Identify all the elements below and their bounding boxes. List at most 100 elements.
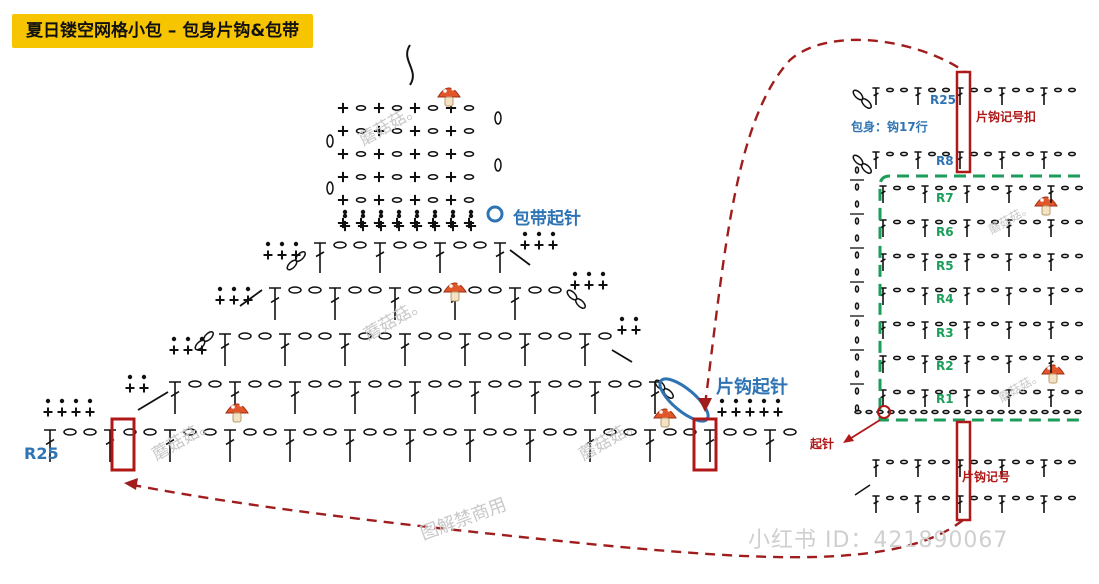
single-crochet-mark — [229, 295, 239, 305]
chain-stitch — [202, 331, 214, 343]
chain-stitch — [969, 495, 979, 501]
double-crochet-mark — [164, 429, 176, 462]
chain-stitch — [568, 380, 582, 388]
chain-stitch — [383, 428, 397, 436]
chain-stitch — [1018, 389, 1028, 395]
double-crochet-mark — [344, 429, 356, 462]
mushroom-stem-icon — [444, 96, 454, 107]
chain-stitch — [1030, 409, 1038, 415]
chain-stitch — [990, 389, 1000, 395]
watermark-xhs-id: 小红书 ID：421890067 — [748, 528, 1009, 553]
mushroom-stem-icon — [1041, 205, 1051, 216]
chain-diagonal — [611, 349, 633, 363]
chain-stitch — [899, 87, 909, 93]
chain-stitch — [934, 185, 944, 191]
chain-stitch — [238, 332, 252, 340]
single-crochet-mark — [570, 280, 580, 290]
slip-stitch-dot — [378, 209, 384, 215]
chain-stitch — [548, 380, 562, 388]
chain-stitch — [860, 162, 872, 174]
chain-stitch — [948, 389, 958, 395]
slip-stitch-dot — [127, 374, 133, 380]
row-label: R8 — [936, 154, 954, 168]
mushroom-spot — [231, 405, 235, 409]
chain-stitch — [355, 128, 367, 134]
chain-stitch — [927, 151, 937, 157]
slip-stitch-dot — [217, 286, 223, 292]
chain-stitch-vertical — [854, 183, 860, 191]
chain-stitch — [931, 409, 939, 415]
chain-stitch — [1025, 495, 1035, 501]
slip-stitch-dot — [550, 231, 556, 237]
connector-bottom — [127, 482, 964, 559]
chain-stitch — [1060, 321, 1070, 327]
single-crochet-mark — [339, 220, 351, 232]
mushroom-stem-icon — [450, 291, 460, 302]
chain-stitch — [1067, 87, 1077, 93]
chain-stitch — [934, 321, 944, 327]
chain-stitch-vertical — [326, 181, 334, 195]
chain-stitch — [294, 251, 306, 263]
chain-stitch — [1018, 355, 1028, 361]
single-crochet-mark — [85, 407, 95, 417]
single-crochet-mark — [393, 220, 405, 232]
chain-stitch-vertical — [854, 404, 860, 412]
chain-stitch-vertical — [854, 387, 860, 395]
chain-stitch — [368, 286, 382, 294]
chain-stitch — [408, 286, 422, 294]
chain-stitch — [548, 286, 562, 294]
chain-stitch — [543, 428, 557, 436]
double-crochet-mark — [279, 333, 291, 366]
double-crochet-mark — [914, 495, 922, 513]
chain-stitch — [927, 495, 937, 501]
slip-stitch-dot — [468, 209, 474, 215]
mushroom-spot — [1047, 366, 1051, 370]
double-crochet-mark — [219, 333, 231, 366]
strap-start-circle — [486, 205, 504, 223]
chain-stitch — [453, 241, 467, 249]
chain-stitch-vertical — [854, 285, 860, 293]
mushroom-spot — [239, 403, 243, 407]
chain-pair — [194, 331, 214, 351]
chain-stitch — [885, 151, 895, 157]
chain-stitch — [920, 409, 928, 415]
chain-stitch — [503, 428, 517, 436]
chain-stitch — [906, 355, 916, 361]
chain-stitch — [892, 185, 902, 191]
single-crochet-mark — [357, 220, 369, 232]
chain-stitch — [1060, 185, 1070, 191]
chain-stitch — [990, 219, 1000, 225]
chain-stitch — [983, 151, 993, 157]
chain-stitch — [574, 297, 586, 309]
chain-stitch — [288, 286, 302, 294]
single-crochet-mark — [429, 220, 441, 232]
chain-stitch — [976, 355, 986, 361]
slip-stitch-dot — [342, 209, 348, 215]
slip-stitch-dot — [73, 398, 79, 404]
double-crochet-mark — [1005, 253, 1013, 271]
double-crochet-mark — [349, 381, 361, 414]
chain-stitch — [263, 428, 277, 436]
chain-stitch-vertical — [854, 166, 860, 174]
slip-stitch-dot — [414, 209, 420, 215]
chain-stitch — [243, 428, 257, 436]
marker-box-right-top — [955, 70, 972, 174]
chain-stitch — [1032, 185, 1042, 191]
start-circle — [877, 405, 891, 419]
marker-box-right-bottom — [955, 420, 972, 522]
mushroom-spot — [659, 410, 663, 414]
marker-label: 片钩记号扣 — [976, 110, 1037, 124]
chain-stitch-vertical — [494, 111, 502, 125]
double-crochet-mark — [1047, 253, 1055, 271]
single-crochet-mark — [169, 345, 179, 355]
chain-stitch — [1011, 459, 1021, 465]
chain-stitch — [885, 495, 895, 501]
chain-stitch — [1018, 219, 1028, 225]
chain-stitch — [990, 321, 1000, 327]
chain-stitch — [986, 409, 994, 415]
mushroom-spot — [443, 89, 447, 93]
double-crochet-mark — [921, 321, 929, 339]
slip-stitch-dot — [432, 213, 438, 219]
chain-stitch — [990, 355, 1000, 361]
